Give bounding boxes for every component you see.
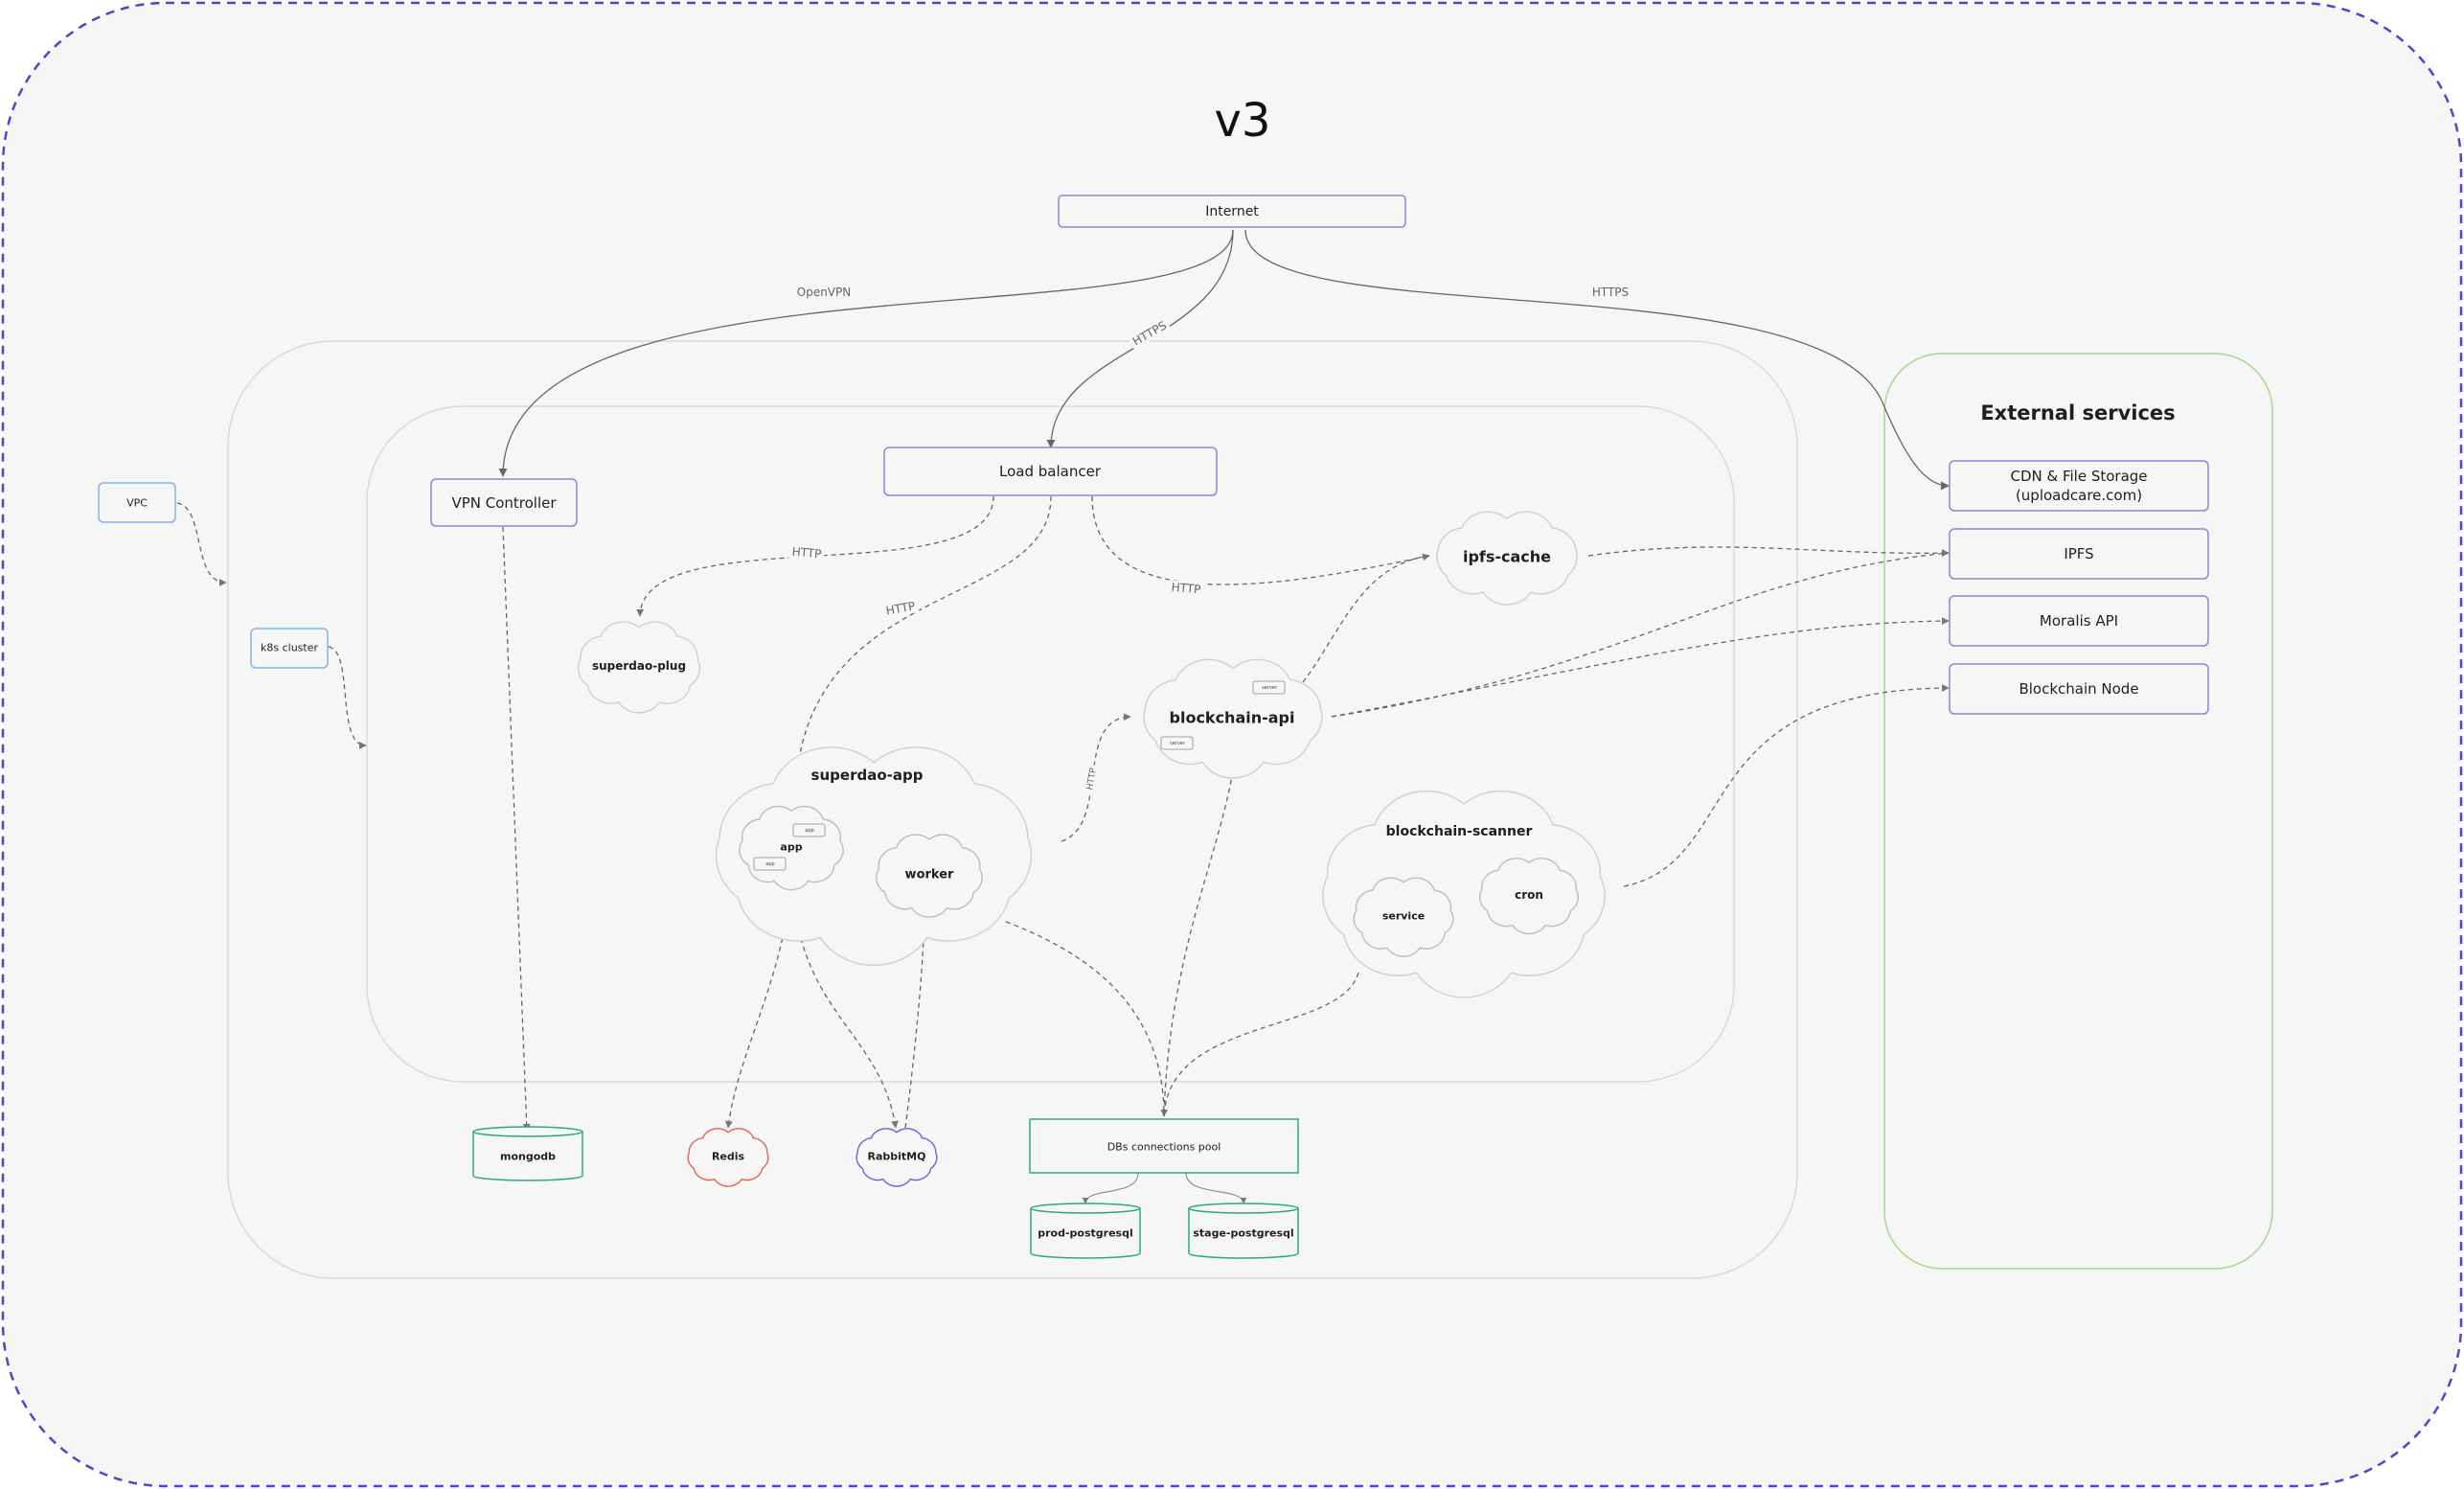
redis-cloud[interactable] bbox=[687, 1128, 769, 1187]
ipfs-label: IPFS bbox=[2064, 545, 2094, 562]
cdn-label-line1: CDN & File Storage bbox=[2010, 468, 2148, 485]
worker-label: worker bbox=[904, 867, 954, 882]
stage-postgresql-label: stage-postgresql bbox=[1193, 1226, 1294, 1240]
edge-scanner-pool bbox=[1163, 972, 1359, 1117]
vpn-controller-label: VPN Controller bbox=[451, 494, 557, 512]
edge-vpc-region bbox=[176, 502, 227, 586]
ipfs-box[interactable] bbox=[1949, 528, 2209, 580]
blockchain-scanner-label: blockchain-scanner bbox=[1385, 824, 1533, 839]
edge-pool-prod bbox=[1082, 1172, 1139, 1204]
cdn-label-line2: (uploadcare.com) bbox=[2015, 487, 2143, 504]
edge-lb-app bbox=[791, 495, 1052, 806]
blockchain-api-server-2-label: server bbox=[1170, 741, 1185, 746]
rabbitmq-cloud[interactable] bbox=[856, 1128, 938, 1187]
edge-vpn-mongodb bbox=[502, 526, 531, 1132]
diagram-title: v3 bbox=[1214, 94, 1271, 148]
prod-postgresql-cylinder[interactable] bbox=[1030, 1203, 1141, 1259]
dbs-pool-box[interactable] bbox=[1029, 1118, 1299, 1174]
rabbitmq-label: RabbitMQ bbox=[867, 1150, 926, 1163]
stage-postgresql-cylinder[interactable] bbox=[1188, 1203, 1299, 1259]
edge-k8s-region bbox=[328, 646, 367, 749]
internet-box[interactable] bbox=[1058, 195, 1406, 228]
dbs-pool-label: DBs connections pool bbox=[1107, 1140, 1221, 1154]
edge-scanner-chainnode bbox=[1623, 684, 1950, 887]
prod-postgresql-label: prod-postgresql bbox=[1038, 1226, 1133, 1240]
blockchain-api-server-1-label: server bbox=[1262, 685, 1277, 691]
superdao-plug-label: superdao-plug bbox=[591, 659, 687, 673]
internet-label: Internet bbox=[1205, 204, 1259, 219]
moralis-box[interactable] bbox=[1949, 595, 2209, 647]
blockchain-api-label: blockchain-api bbox=[1169, 708, 1295, 727]
superdao-app-label: superdao-app bbox=[810, 767, 924, 784]
k8s-cluster-box[interactable] bbox=[250, 628, 329, 669]
cron-label: cron bbox=[1515, 888, 1543, 902]
edge-api-pool bbox=[1160, 770, 1234, 1117]
cdn-label: CDN & File Storage (uploadcare.com) bbox=[2010, 467, 2147, 505]
load-balancer-label: Load balancer bbox=[999, 463, 1101, 480]
external-services-region bbox=[1883, 353, 2273, 1270]
redis-label: Redis bbox=[711, 1150, 745, 1163]
mongodb-label: mongodb bbox=[499, 1150, 557, 1163]
vpn-controller-box[interactable] bbox=[430, 478, 578, 527]
app-label: app bbox=[780, 840, 803, 854]
service-cloud[interactable] bbox=[1353, 877, 1454, 957]
edge-api-ipfs bbox=[1331, 552, 1950, 718]
edge-label-https-cdn: HTTPS bbox=[1588, 286, 1632, 299]
edge-internet-vpn bbox=[498, 229, 1234, 477]
edge-api-moralis bbox=[1331, 617, 1950, 718]
edge-app-pool bbox=[1005, 921, 1165, 1117]
edge-label-openvpn: OpenVPN bbox=[793, 286, 855, 299]
vpc-label: VPC bbox=[126, 496, 148, 510]
mongodb-cylinder[interactable] bbox=[472, 1126, 583, 1181]
blockchain-api-server-tag-1 bbox=[1252, 680, 1286, 695]
ipfs-cache-label: ipfs-cache bbox=[1462, 547, 1552, 566]
vpc-box[interactable] bbox=[98, 482, 176, 523]
ipfs-cache-cloud[interactable] bbox=[1436, 511, 1578, 606]
edge-lb-ipfscache bbox=[1091, 495, 1430, 585]
external-services-title: External services bbox=[1980, 401, 2176, 424]
app-tag-1 bbox=[792, 823, 826, 837]
app-tag-2 bbox=[753, 857, 787, 871]
app-tag-2-label: app bbox=[765, 861, 775, 867]
edge-internet-cdn bbox=[1244, 229, 1950, 491]
superdao-app-cloud[interactable] bbox=[715, 746, 1033, 967]
blockchain-node-label: Blockchain Node bbox=[2019, 680, 2139, 698]
worker-cloud[interactable] bbox=[876, 834, 983, 918]
k8s-cluster-label: k8s cluster bbox=[260, 641, 319, 654]
app-tag-1-label: app bbox=[805, 828, 814, 834]
blockchain-node-box[interactable] bbox=[1949, 663, 2209, 715]
cdn-box[interactable] bbox=[1949, 460, 2209, 512]
load-balancer-box[interactable] bbox=[883, 447, 1218, 496]
edge-ipfscache-ipfs bbox=[1587, 546, 1950, 558]
blockchain-api-server-tag-2 bbox=[1160, 736, 1194, 750]
moralis-label: Moralis API bbox=[2039, 612, 2119, 630]
cron-cloud[interactable] bbox=[1478, 858, 1580, 935]
edge-pool-stage bbox=[1185, 1172, 1247, 1204]
superdao-plug-cloud[interactable] bbox=[577, 621, 701, 714]
service-label: service bbox=[1381, 909, 1426, 923]
